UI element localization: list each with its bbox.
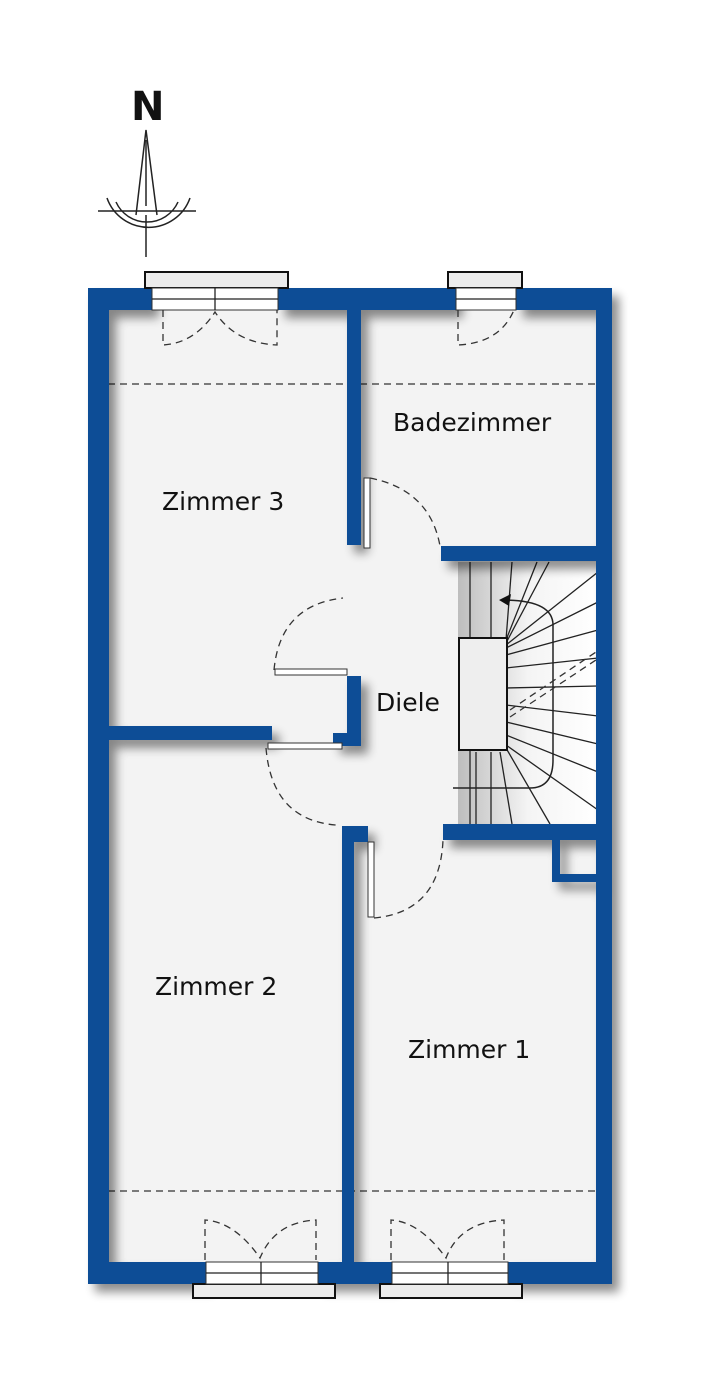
compass-arrow-icon [98, 129, 196, 257]
stair-direction-arrow-icon [499, 594, 511, 606]
room-label-badezimmer: Badezimmer [393, 408, 552, 437]
room-label-zimmer-2: Zimmer 2 [155, 972, 277, 1001]
door-zimmer-2 [265, 742, 343, 826]
walls [88, 288, 612, 1284]
window-zimmer-2 [192, 1219, 336, 1299]
window-zimmer-1 [379, 1219, 523, 1299]
north-compass: N [98, 84, 196, 257]
door-badezimmer [363, 477, 441, 549]
door-zimmer-3 [273, 597, 348, 676]
stair-well [458, 637, 508, 751]
room-label-zimmer-3: Zimmer 3 [162, 487, 284, 516]
door-zimmer-1 [367, 839, 444, 919]
north-label: N [131, 84, 164, 130]
window-badezimmer [447, 271, 523, 346]
room-label-zimmer-1: Zimmer 1 [408, 1035, 530, 1064]
room-label-diele: Diele [376, 688, 440, 717]
staircase [453, 561, 599, 825]
window-zimmer-3 [144, 271, 289, 346]
